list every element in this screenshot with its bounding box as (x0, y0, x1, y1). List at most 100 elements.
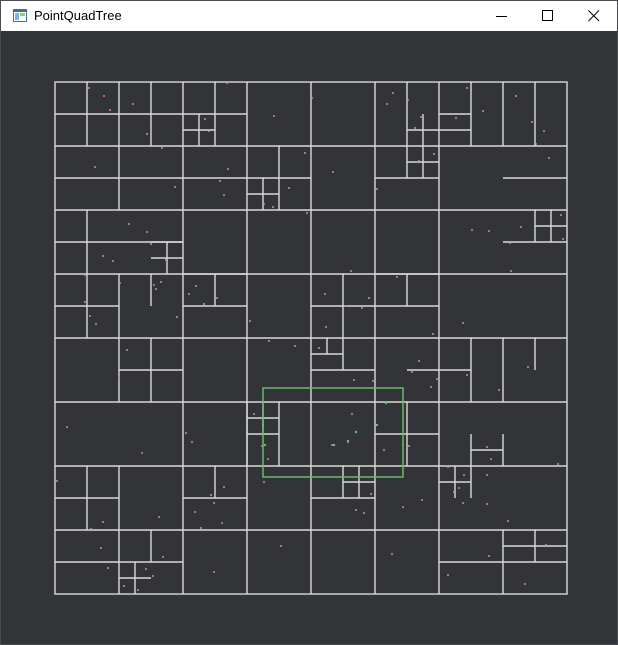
quadtree-point (160, 281, 162, 283)
quadtree-point (263, 203, 265, 205)
quadtree-point (306, 212, 308, 214)
quadtree-point (119, 282, 121, 284)
quadtree-point (174, 186, 176, 188)
quadtree-point (128, 223, 130, 225)
quadtree-canvas[interactable] (1, 32, 617, 644)
maximize-button[interactable] (525, 1, 571, 31)
quadtree-point (418, 360, 420, 362)
minimize-button[interactable] (479, 1, 525, 31)
selected-point (375, 423, 379, 427)
quadtree-point (102, 521, 104, 523)
query-rectangle[interactable] (262, 387, 404, 478)
quadtree-point (466, 87, 468, 89)
quadtree-point (103, 95, 105, 97)
quadtree-point (361, 307, 363, 309)
quadtree-point (458, 487, 460, 489)
quadtree-point (386, 103, 388, 105)
quadtree-point (90, 528, 92, 530)
quadtree-point (158, 516, 160, 518)
quadtree-point (557, 463, 559, 465)
quadtree-point (370, 493, 372, 495)
quadtree-point (363, 512, 365, 514)
quadtree-point (89, 315, 91, 317)
quadtree-point (221, 522, 223, 524)
quadtree-point (462, 502, 464, 504)
quadtree-point (304, 152, 306, 154)
quadtree-point (223, 486, 225, 488)
quadtree-point (161, 147, 163, 149)
selected-point (384, 401, 388, 405)
quadtree-point (535, 143, 537, 145)
quadtree-point (272, 206, 274, 208)
quadtree-point (392, 92, 394, 94)
quadtree-point (407, 99, 409, 101)
quadtree-point (418, 160, 420, 162)
quadtree-point (531, 121, 533, 123)
quadtree-point (216, 297, 218, 299)
close-icon (588, 10, 600, 22)
quadtree-point (126, 349, 128, 351)
quadtree-point (524, 583, 526, 585)
quadtree-point (515, 95, 517, 97)
quadtree-point (118, 377, 120, 379)
title-bar[interactable]: PointQuadTree (1, 1, 617, 31)
selected-point (263, 443, 267, 447)
quadtree-point (84, 301, 86, 303)
quadtree-point (146, 133, 148, 135)
quadtree-point (331, 444, 333, 446)
quadtree-point (433, 153, 435, 155)
minimize-icon (496, 16, 507, 17)
quadtree-point (137, 589, 139, 591)
selected-point (261, 423, 265, 427)
quadtree-point (268, 340, 270, 342)
quadtree-point (195, 285, 197, 287)
quadtree-point (350, 270, 352, 272)
quadtree-point (56, 480, 58, 482)
quadtree-point (490, 458, 492, 460)
quadtree-point (123, 585, 125, 587)
quadtree-point (402, 506, 404, 508)
quadtree-point (353, 379, 355, 381)
quadtree-point (100, 547, 102, 549)
close-button[interactable] (571, 1, 617, 31)
quadtree-point (146, 231, 148, 233)
quadtree-point (345, 305, 347, 307)
quadtree-point (88, 87, 90, 89)
quadtree-point (107, 567, 109, 569)
quadtree-point (153, 284, 155, 286)
quadtree-point (545, 544, 547, 546)
quadtree-point (66, 426, 68, 428)
quadtree-point (191, 441, 193, 443)
quadtree-point (482, 110, 484, 112)
quadtree-point (203, 303, 205, 305)
quadtree-point (227, 168, 229, 170)
quadtree-point (421, 499, 423, 501)
quadtree-point (249, 320, 251, 322)
quadtree-point (383, 449, 385, 451)
quadtree-point (263, 481, 265, 483)
quadtree-point (210, 494, 212, 496)
quadtree-point (562, 238, 564, 240)
quadtree-point (548, 157, 550, 159)
quadtree-point (109, 109, 111, 111)
quadtree-point (408, 445, 410, 447)
quadtree-point (368, 297, 370, 299)
maximize-icon (542, 10, 553, 21)
quadtree-point (510, 270, 512, 272)
quadtree-point (488, 555, 490, 557)
quadtree-point (141, 452, 143, 454)
quadtree-point (414, 127, 416, 129)
quadtree-point (462, 322, 464, 324)
quadtree-point (273, 115, 275, 117)
quadtree-point (219, 180, 221, 182)
quadtree-point (520, 226, 522, 228)
quadtree-point (325, 326, 327, 328)
quadtree-point (455, 117, 457, 119)
quadtree-point (430, 386, 432, 388)
quadtree-point (396, 276, 398, 278)
quadtree-point (165, 259, 167, 261)
quadtree-point (372, 380, 374, 382)
app-icon (13, 9, 27, 22)
quadtree-point (498, 389, 500, 391)
